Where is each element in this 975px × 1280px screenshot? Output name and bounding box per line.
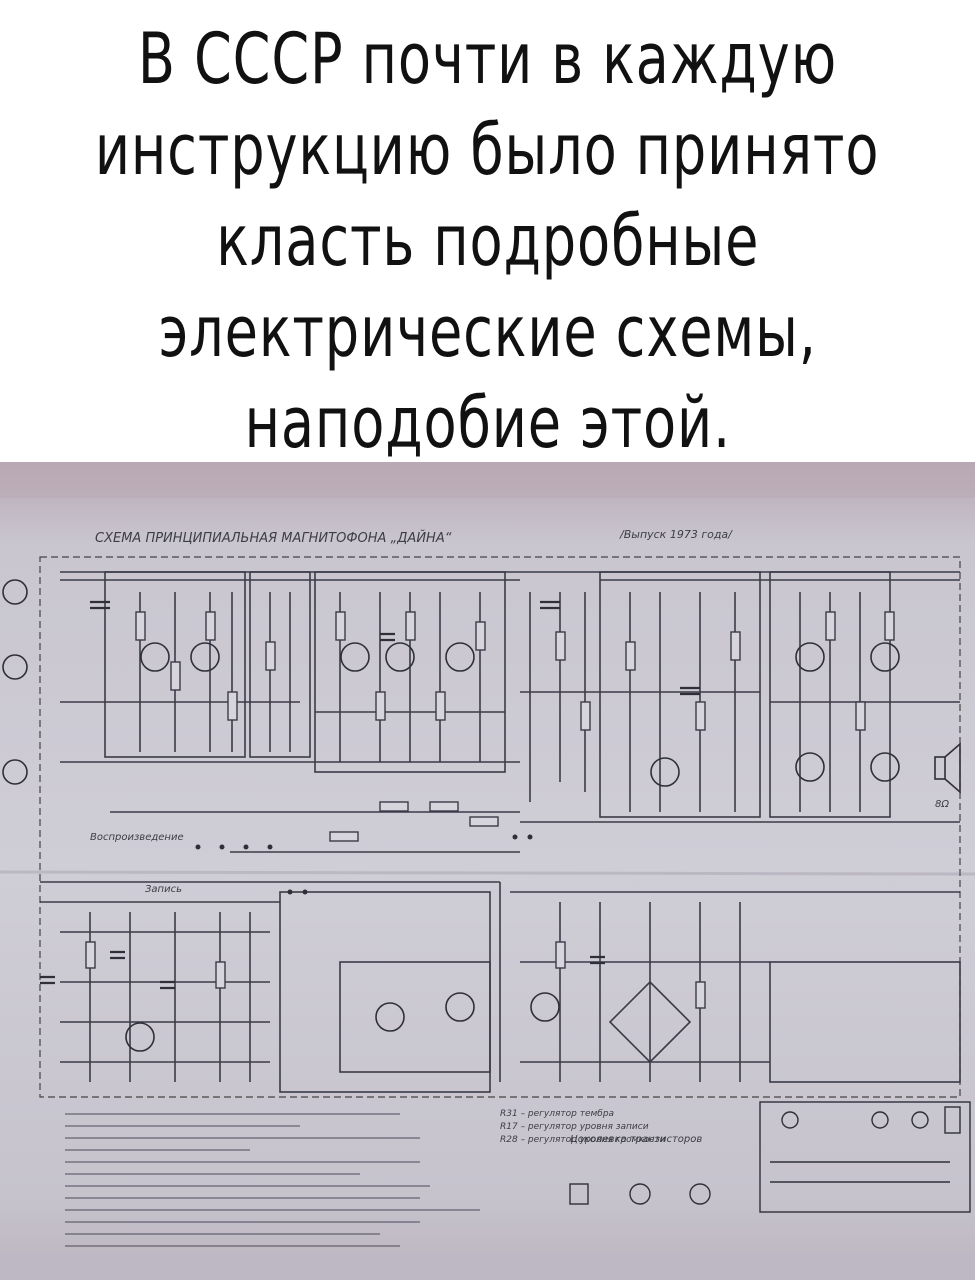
switch-contacts [195,834,533,895]
circuit-lines [40,571,961,1093]
caption-line-1: В СССР почти в каждую [137,18,838,100]
notes-left [65,1113,480,1247]
paper-fold [0,870,975,876]
caption-line-4: электрические схемы, [158,291,817,373]
schematic-drawing: СХЕМА ПРИНЦИПИАЛЬНАЯ МАГНИТОФОНА „ДАЙНА“… [0,462,975,1280]
legend-r28: R28 – регулятор уровня громкости [500,1135,666,1145]
schematic-photo: СХЕМА ПРИНЦИПИАЛЬНАЯ МАГНИТОФОНА „ДАЙНА“… [0,462,975,1280]
transistors [2,579,900,1052]
paper-bottom-edge [0,1252,975,1280]
caption-line-3: класть подробные [215,200,760,282]
meme-caption: В СССР почти в каждую инструкцию было пр… [0,0,975,470]
label-playback: Воспроизведение [90,832,184,843]
caption-line-5: наподобие этой. [244,382,731,464]
resistors [85,611,895,1009]
speaker-icon [934,742,961,794]
caption-line-2: инструкцию было принято [95,109,880,191]
pinout-symbols [569,1101,971,1213]
capacitors [40,600,700,990]
label-transistor-pinout: Цоколевка транзисторов [570,1134,702,1145]
label-speaker-impedance: 8Ω [935,799,949,810]
paper-top-edge [0,462,975,498]
schematic-issue: /Выпуск 1973 года/ [619,528,733,541]
schematic-title: СХЕМА ПРИНЦИПИАЛЬНАЯ МАГНИТОФОНА „ДАЙНА“ [95,530,452,546]
label-record: Запись [145,884,182,895]
legend-r17: R17 – регулятор уровня записи [500,1122,649,1132]
main-frame [39,556,961,1098]
legend-r31: R31 – регулятор тембра [500,1109,614,1119]
